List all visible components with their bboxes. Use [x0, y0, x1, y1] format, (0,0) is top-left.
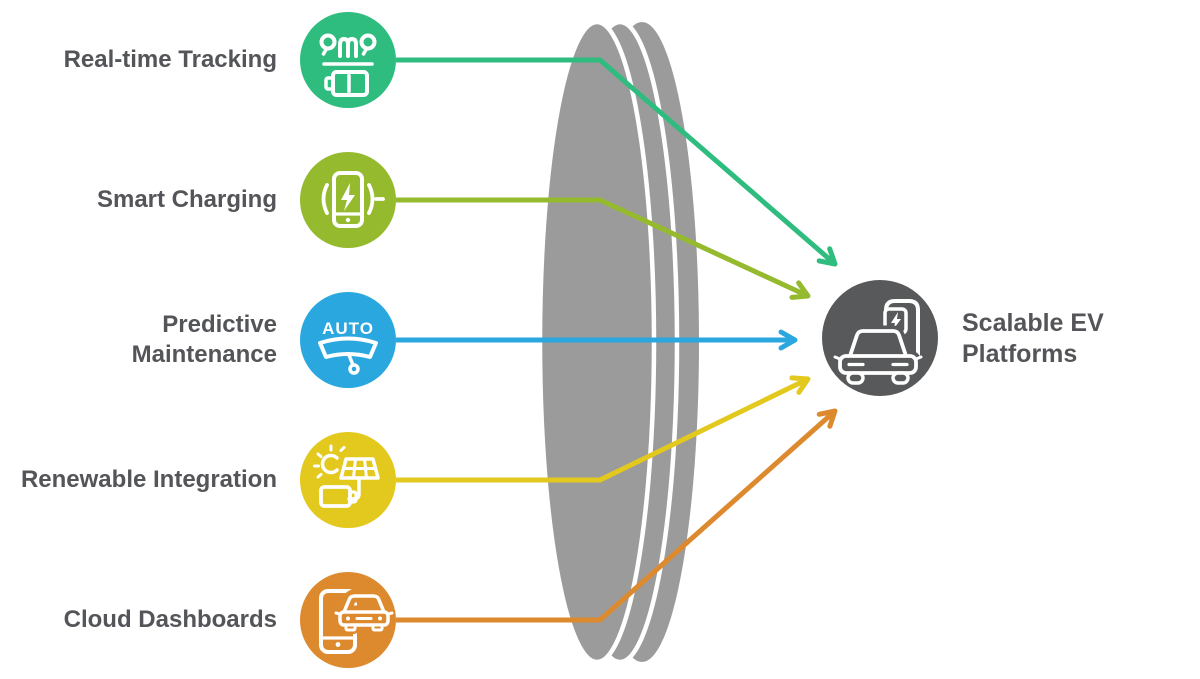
solar-panel-grid-line — [363, 457, 368, 480]
car-headlight — [378, 616, 382, 621]
connector-cloud-dashboards — [396, 408, 838, 623]
battery-terminal — [324, 76, 335, 91]
sun-ray — [339, 446, 346, 452]
feature-icon-real-time-tracking — [300, 12, 396, 108]
car-roof — [342, 594, 386, 614]
feature-row-predictive-maintenance: Predictive Maintenance — [0, 292, 277, 388]
target-node — [822, 280, 938, 396]
target-circle — [822, 280, 938, 396]
feature-label: Smart Charging — [96, 186, 277, 213]
feature-label: Cloud Dashboards — [63, 606, 277, 633]
windshield-icon — [318, 336, 378, 359]
feature-icon-renewable-integration — [300, 432, 396, 528]
car-headlight — [346, 616, 350, 621]
feature-row-real-time-tracking: Real-time Tracking — [0, 12, 277, 108]
car-front-icon — [833, 329, 923, 385]
connector-real-time-tracking — [396, 57, 838, 267]
feature-label: Renewable Integration — [20, 466, 277, 493]
phone-car-dashboard-icon — [300, 572, 396, 668]
auto-windshield-wiper-icon: AUTO — [300, 292, 396, 388]
charging-station-frame — [884, 299, 920, 360]
phone-home-dot — [335, 642, 341, 647]
auto-text: AUTO — [322, 319, 374, 338]
feature-row-cloud-dashboards: Cloud Dashboards — [0, 572, 277, 668]
car-mirrors — [334, 611, 394, 616]
feature-row-smart-charging: Smart Charging — [0, 152, 277, 248]
sun-ray — [316, 473, 323, 479]
icon-circle — [300, 432, 396, 528]
feature-icon-cloud-dashboards — [300, 572, 396, 668]
solar-panel-battery-icon — [300, 432, 396, 528]
phone-home-dot — [345, 217, 351, 223]
map-pin-tail — [321, 46, 329, 56]
feature-icon-predictive-maintenance: AUTO — [300, 292, 396, 388]
lightning-bolt-icon — [341, 183, 355, 211]
car-wheel — [344, 623, 357, 632]
car-mirrors — [833, 355, 923, 361]
car-front-icon — [334, 594, 394, 632]
route-path-icon — [338, 37, 358, 58]
connector-renewable-integration — [396, 375, 811, 483]
feature-icon-smart-charging — [300, 152, 396, 248]
map-pin-tail — [361, 46, 369, 56]
sun-ray — [316, 452, 323, 458]
charging-wave-right — [367, 183, 375, 215]
ev-car-charging-station-icon — [822, 280, 938, 396]
sun-icon — [320, 453, 339, 475]
car-wheel — [371, 623, 384, 632]
battery-terminal — [348, 490, 358, 504]
charging-wave-left — [321, 183, 329, 215]
route-tracking-battery-icon — [300, 12, 396, 108]
wiper-pivot — [348, 363, 360, 375]
feature-label: Predictive Maintenance — [131, 311, 277, 368]
solar-panel-grid-line — [352, 457, 357, 480]
wiper-arm — [347, 353, 355, 367]
car-roof — [848, 329, 908, 358]
wireless-phone-charging-icon — [300, 152, 396, 248]
feature-row-renewable-integration: Renewable Integration — [0, 432, 277, 528]
target-label: Scalable EV Platforms — [962, 309, 1104, 368]
phone-icon — [332, 171, 364, 228]
car-wheel — [891, 371, 910, 385]
lightning-bolt-icon — [891, 312, 901, 330]
car-body — [838, 354, 918, 375]
feature-label: Real-time Tracking — [63, 46, 277, 73]
connector-smart-charging — [396, 197, 811, 300]
car-wheel — [846, 371, 865, 385]
